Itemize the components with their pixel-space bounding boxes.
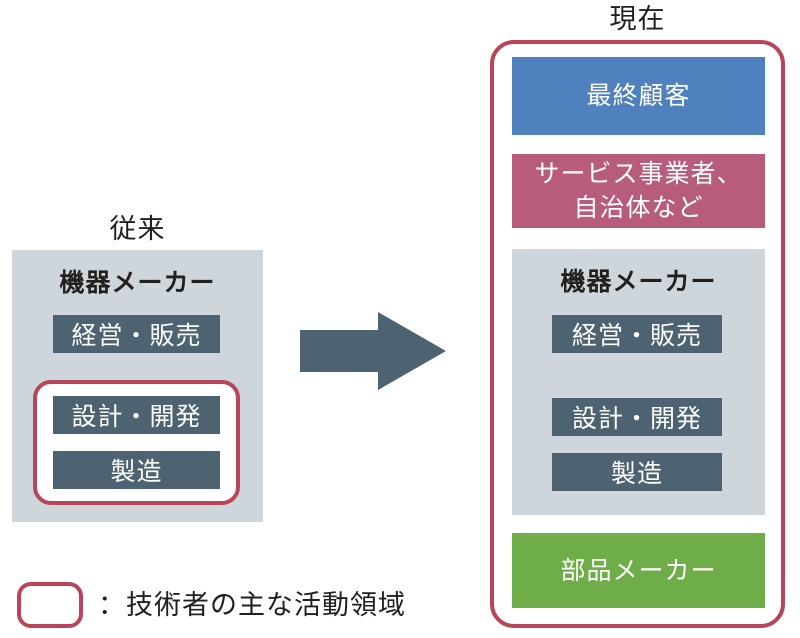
right-section-title: 現在 xyxy=(609,4,666,34)
left-equipment-maker-panel: 機器メーカー 経営・販売 設計・開発 製造 xyxy=(12,250,263,522)
service-provider-line1: サービス事業者、 xyxy=(534,160,743,188)
legend-label: ：技術者の主な活動領域 xyxy=(98,590,406,620)
left-panel-title: 機器メーカー xyxy=(59,269,216,297)
right-engineer-activity-outline: 最終顧客 サービス事業者、 自治体など 機器メーカー 経営・販売 設計・開発 製… xyxy=(490,40,785,628)
right-manufacturing-box: 製造 xyxy=(552,453,722,491)
parts-maker-box: 部品メーカー xyxy=(512,533,765,608)
end-customer-box: 最終顧客 xyxy=(512,57,765,135)
right-design-development-box: 設計・開発 xyxy=(552,398,722,436)
left-engineer-activity-outline: 設計・開発 製造 xyxy=(33,380,240,505)
service-provider-box: サービス事業者、 自治体など xyxy=(512,154,765,228)
left-manufacturing-box: 製造 xyxy=(53,451,220,489)
service-provider-line2: 自治体など xyxy=(573,194,704,222)
legend-highlight-swatch xyxy=(17,582,83,628)
left-section-title: 従来 xyxy=(109,214,166,244)
right-management-sales-box: 経営・販売 xyxy=(552,315,722,353)
transition-arrow-icon xyxy=(300,312,446,390)
right-equipment-maker-panel: 機器メーカー 経営・販売 設計・開発 製造 xyxy=(512,249,765,515)
right-panel-title: 機器メーカー xyxy=(560,268,717,296)
left-management-sales-box: 経営・販売 xyxy=(53,315,220,353)
left-design-development-box: 設計・開発 xyxy=(53,396,220,434)
